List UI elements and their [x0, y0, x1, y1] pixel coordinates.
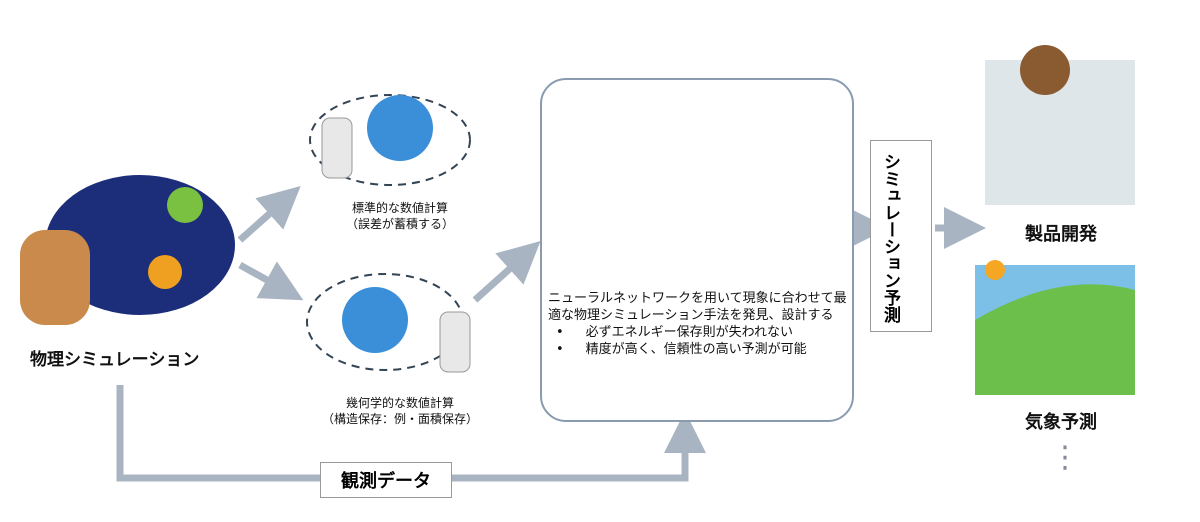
- geometric-calc-title: 幾何学的な数値計算: [345, 396, 454, 410]
- neural-bullet: 精度が高く、信頼性の高い予測が可能: [556, 341, 848, 358]
- scientist-icon: [321, 117, 353, 179]
- arrow-to-neural: [472, 240, 541, 303]
- neural-network-box: [540, 78, 854, 422]
- neural-description: ニューラルネットワークを用いて現象に合わせて最適な物理シミュレーション手法を発見…: [548, 291, 847, 323]
- standard-calc-title: 標準的な数値計算: [351, 201, 448, 215]
- scientist-icon: [439, 311, 471, 373]
- observation-label: 観測データ: [341, 471, 431, 492]
- product-dev-label: 製品開発: [1025, 224, 1097, 245]
- prediction-label: シミュレーション予測: [880, 153, 900, 323]
- standard-calc-note: （誤差が蓄積する）: [345, 217, 454, 231]
- geometric-calc-note: （構造保存：例・面積保存）: [321, 412, 478, 426]
- cat-illustration: [20, 230, 90, 325]
- orbit-standard: [309, 94, 471, 186]
- arrow-to-standard: [237, 186, 301, 243]
- observation-data-box: 観測データ: [320, 462, 452, 498]
- physics-sim-label: 物理シミュレーション: [30, 350, 200, 370]
- arrow-to-geometric: [238, 261, 304, 301]
- neural-bullet: 必ずエネルギー保存則が失われない: [556, 324, 848, 341]
- earth-icon: [342, 287, 408, 353]
- prediction-box: シミュレーション予測: [870, 140, 932, 332]
- more-ellipsis: ⋮: [1050, 440, 1080, 475]
- earth-icon: [367, 95, 433, 161]
- weather-label: 気象予測: [1025, 412, 1097, 433]
